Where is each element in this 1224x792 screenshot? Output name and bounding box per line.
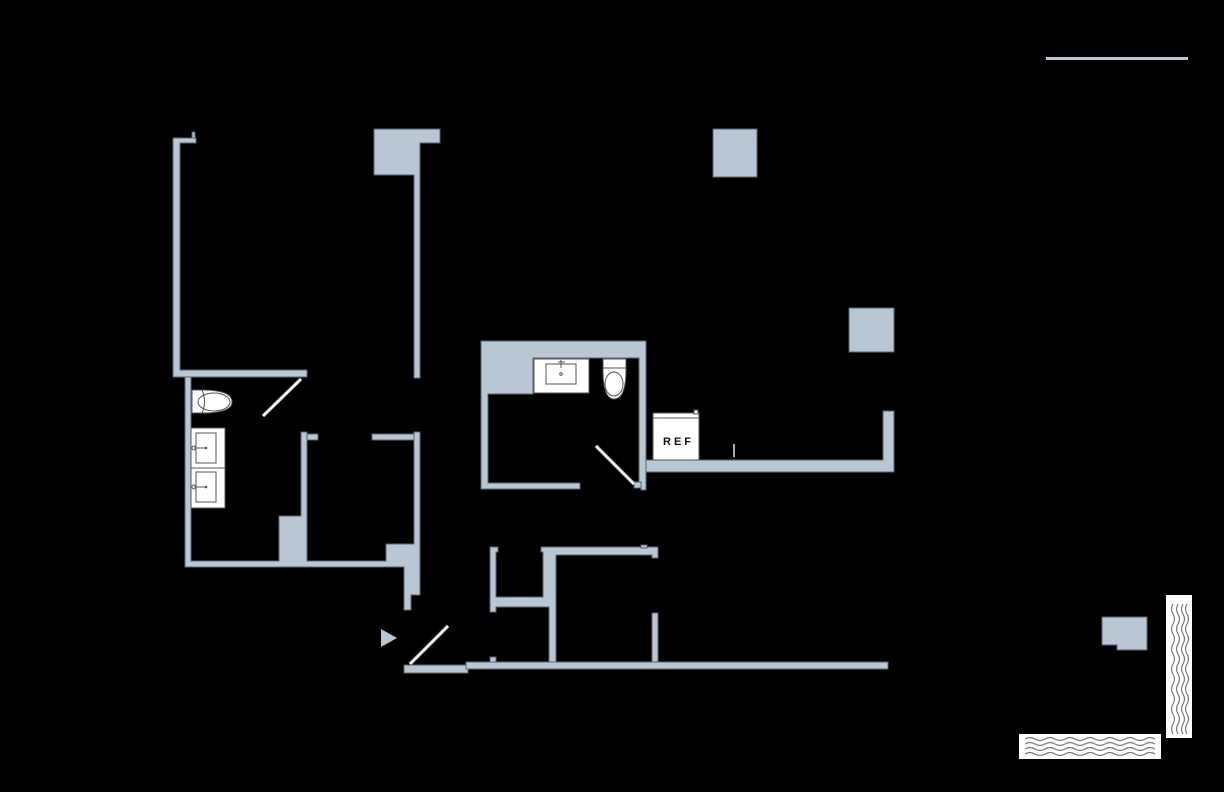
sink-icon [533,358,590,394]
column-3 [1101,616,1148,651]
bath-door-swing [595,445,635,485]
left-bedroom-walls [172,128,441,379]
double-vanity-icon [190,427,226,509]
column-1 [712,128,758,178]
center-bath-walls [480,340,647,491]
entry-door-swing [409,625,449,665]
kitchen-walls [645,410,895,473]
scale-bar [1046,57,1188,60]
column-2 [848,307,895,353]
entry-wall [403,664,469,674]
entry-marker-icon [381,629,397,647]
left-bath-walls [184,376,421,611]
water-feature-vertical-icon [1166,595,1192,738]
bottom-walls [465,544,889,670]
toilet-icon [191,389,233,414]
refrigerator: REF [652,409,700,461]
water-feature-horizontal-icon [1019,734,1161,759]
toilet-icon [602,358,627,400]
refrigerator-label: REF [663,436,694,448]
